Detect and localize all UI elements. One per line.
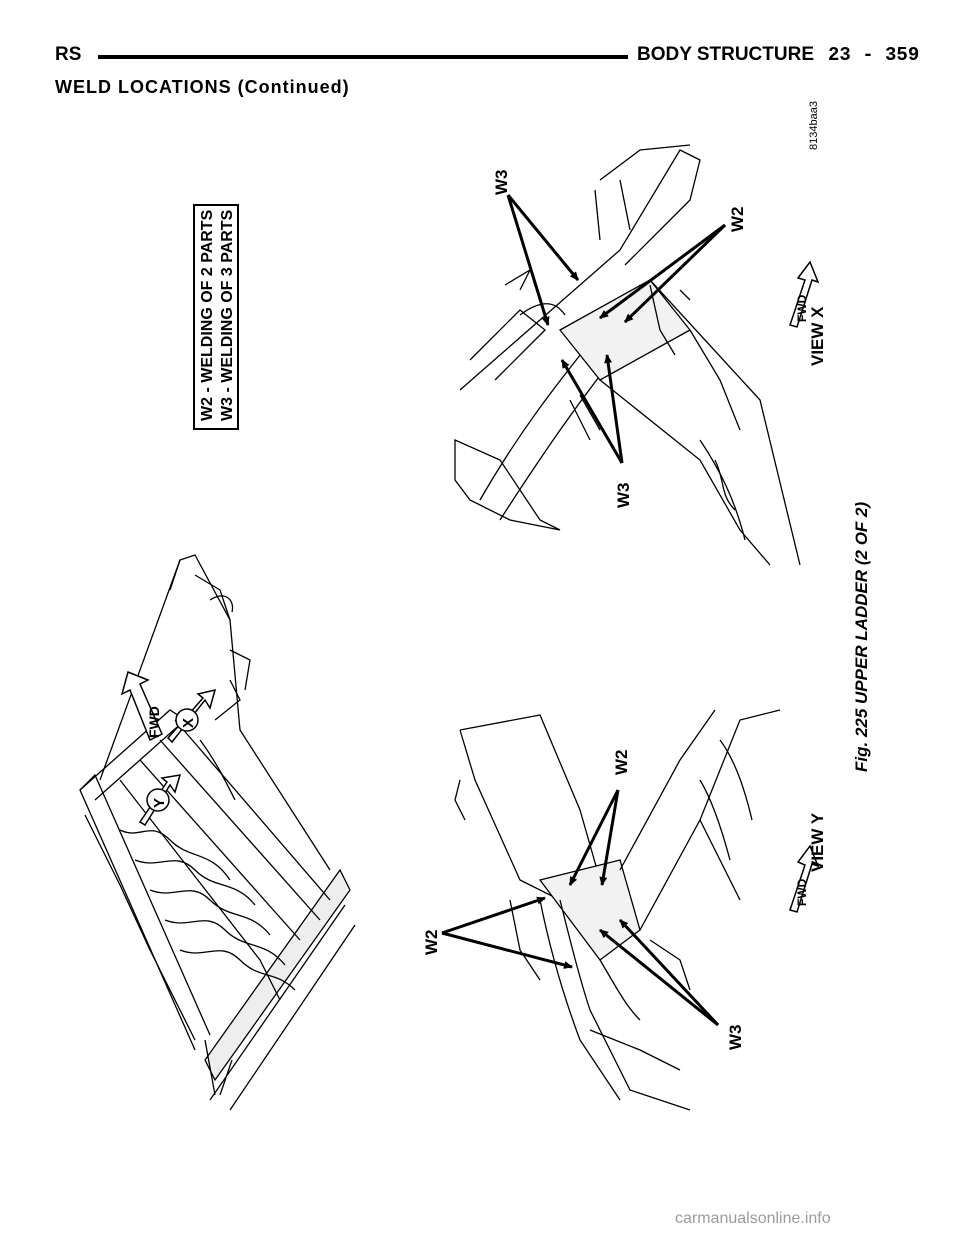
legend-w3: W3 - WELDING OF 3 PARTS bbox=[219, 209, 236, 421]
legend-w2: W2 - WELDING OF 2 PARTS bbox=[199, 209, 216, 421]
figure-caption: Fig. 225 UPPER LADDER (2 OF 2) bbox=[852, 501, 871, 772]
header-rule bbox=[98, 55, 628, 59]
view-x-leader-lines bbox=[506, 194, 727, 464]
image-code: 8134baa3 bbox=[808, 101, 820, 150]
overview-ladder-drawing bbox=[79, 554, 356, 1111]
weld-legend bbox=[193, 204, 239, 430]
view-y-callout-w2-left: W2 bbox=[422, 929, 441, 956]
view-y-callout-w3: W3 bbox=[726, 1024, 745, 1051]
overview-y-marker: Y bbox=[151, 797, 168, 808]
view-y-fwd-arrow bbox=[789, 844, 820, 913]
view-x-drawing bbox=[454, 144, 801, 566]
overview-fwd-arrow bbox=[120, 670, 163, 742]
view-x-callout-w3-bottom: W3 bbox=[614, 482, 633, 509]
view-x-fwd-label: FWD bbox=[795, 294, 809, 322]
chapter-title: BODY STRUCTURE bbox=[637, 44, 814, 65]
view-x-fwd-arrow bbox=[789, 260, 820, 328]
section-heading: WELD LOCATIONS (Continued) bbox=[55, 77, 350, 97]
weld-legend-text: W2 - WELDING OF 2 PARTS W3 - WELDING OF … bbox=[198, 210, 238, 421]
view-x-title: VIEW X bbox=[808, 306, 827, 366]
view-x-callout-w3-top: W3 bbox=[492, 169, 511, 196]
header-right: BODY STRUCTURE 23 - 359 bbox=[637, 44, 919, 66]
watermark: carmanualsonline.info bbox=[675, 1210, 831, 1227]
view-x-callout-w2: W2 bbox=[728, 206, 747, 233]
view-y-drawing bbox=[454, 709, 781, 1111]
page-number: 23 - 359 bbox=[828, 44, 920, 66]
view-y-title: VIEW Y bbox=[808, 812, 827, 872]
section-code: RS bbox=[55, 44, 82, 65]
overview-x-marker: X bbox=[180, 717, 197, 728]
overview-fwd-label: FWD bbox=[146, 706, 162, 738]
overview-x-arrow bbox=[166, 688, 217, 744]
view-y-leader-lines bbox=[441, 789, 720, 1027]
view-y-fwd-label: FWD bbox=[795, 878, 809, 906]
view-y-callout-w2-top: W2 bbox=[612, 749, 631, 776]
overview-y-arrow bbox=[138, 774, 182, 827]
